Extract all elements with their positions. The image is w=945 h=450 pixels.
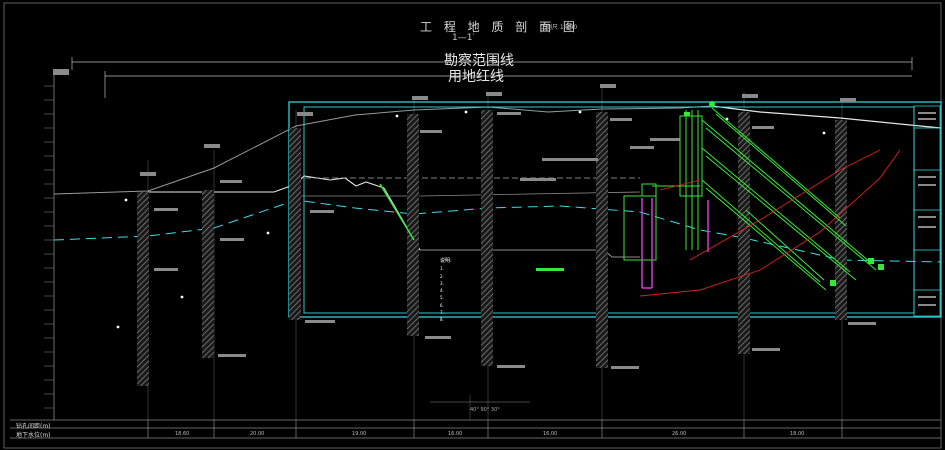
borehole-guide-lines: [147, 85, 843, 420]
spacing-value: 19.00: [352, 431, 367, 437]
spacing-value: 18.60: [175, 431, 190, 437]
borehole-1: [137, 192, 149, 386]
spacing-value: 18.00: [790, 431, 805, 437]
borehole-3: [289, 128, 301, 320]
angle-dimension-text: 40° 90° 30°: [470, 407, 500, 413]
borehole-6: [596, 112, 608, 368]
ground-surface-white: [148, 175, 385, 193]
spacing-value: 16.00: [448, 431, 463, 437]
boreholes: [137, 110, 847, 386]
borehole-4: [407, 114, 419, 336]
note-item: 2.: [440, 273, 444, 279]
borehole-7: [738, 112, 750, 354]
support-node-marks: [684, 101, 884, 286]
notes-title: 说明:: [440, 258, 452, 264]
section-id: 1—1′: [452, 33, 475, 43]
title-block: [913, 105, 941, 317]
pile-foundation: [641, 198, 709, 289]
red-lines: [639, 149, 901, 297]
survey-boundary-label: 勘察范围线: [444, 53, 514, 69]
borehole-8: [835, 120, 847, 320]
drawing-scale-note: 比例尺 1:200: [540, 24, 578, 31]
spacing-value: 26.00: [672, 431, 687, 437]
note-item: 5.: [440, 295, 444, 301]
elevation-scale-ticks: [44, 85, 54, 409]
layer-labels: [154, 112, 876, 369]
slope-anchor-green: [379, 183, 415, 241]
legend-green-swatch: [536, 268, 564, 271]
ground-surface-gray: [53, 105, 713, 195]
note-item: 7.: [440, 310, 444, 316]
row-label-groundwater: 地下水位(m): [16, 432, 51, 439]
spacing-value: 20.00: [250, 431, 265, 437]
survey-boundary-dimension: [71, 57, 913, 98]
borehole-tags: [140, 84, 856, 176]
scale-label-box: [53, 69, 69, 75]
note-item: 4.: [440, 288, 444, 294]
interior-gray-line: [296, 191, 641, 197]
drawing-title: 工 程 地 质 剖 面 图: [420, 20, 579, 34]
note-item: 1.: [440, 266, 444, 272]
bottom-table: [10, 419, 941, 439]
note-item: 8.: [440, 317, 444, 323]
borehole-2: [202, 190, 214, 358]
row-label-borehole-spacing: 钻孔间距(m): [16, 423, 51, 430]
title-block-text-marks: [918, 112, 936, 306]
borehole-5: [481, 110, 493, 366]
note-item: 6.: [440, 302, 444, 308]
notes-block: 说明: 1. 2. 3. 4. 5. 6. 7. 8.: [440, 258, 600, 324]
red-line-label: 用地红线: [448, 69, 504, 85]
note-item: 3.: [440, 280, 444, 286]
spacing-value: 16.00: [543, 431, 558, 437]
retaining-structure: [623, 107, 877, 291]
